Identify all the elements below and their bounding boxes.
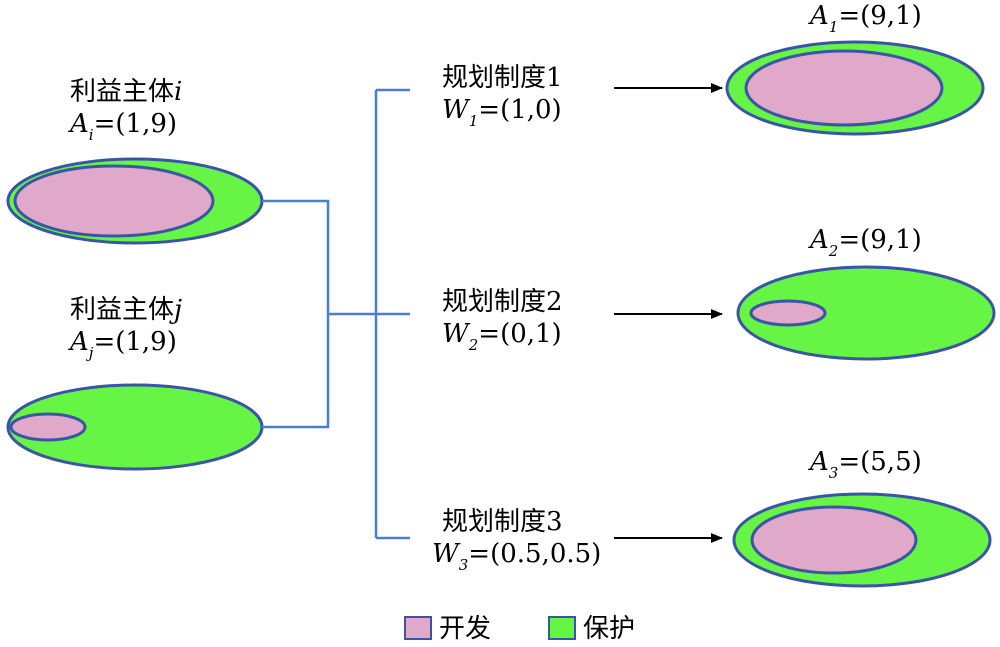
system-1-title: 规划制度1 [442, 63, 563, 93]
system-1-weight: W1=(1,0) [442, 95, 562, 130]
system-2-weight: W2=(0,1) [442, 319, 562, 354]
legend-development-swatch [404, 616, 432, 640]
result-2-allocation: A2=(9,1) [808, 225, 922, 260]
result-1-allocation: A1=(9,1) [808, 1, 922, 36]
subjects-bracket [262, 199, 330, 429]
subject-i-allocation: Ai=(1,9) [68, 109, 177, 144]
result-3-development-ellipse [750, 505, 918, 575]
legend: 开发 保护 [404, 614, 635, 644]
subject-i-development-ellipse [13, 164, 215, 238]
system-2-title: 规划制度2 [442, 287, 563, 317]
legend-development-label: 开发 [439, 614, 491, 644]
legend-protection-label: 保护 [583, 614, 635, 644]
connector-lines [262, 88, 410, 540]
result-2-protection-ellipse [736, 265, 996, 361]
result-1-development-ellipse [744, 49, 944, 127]
subject-j-title: 利益主体j [70, 295, 182, 325]
system-3-weight: W3=(0.5,0.5) [432, 539, 601, 574]
subject-i-title: 利益主体i [70, 77, 182, 107]
result-3-allocation: A3=(5,5) [808, 447, 922, 482]
result-2-development-ellipse [749, 299, 827, 327]
system-3-title: 规划制度3 [442, 507, 563, 537]
legend-protection-swatch [548, 616, 576, 640]
subject-j-allocation: Aj=(1,9) [68, 327, 177, 362]
subject-j-development-ellipse [9, 412, 87, 442]
